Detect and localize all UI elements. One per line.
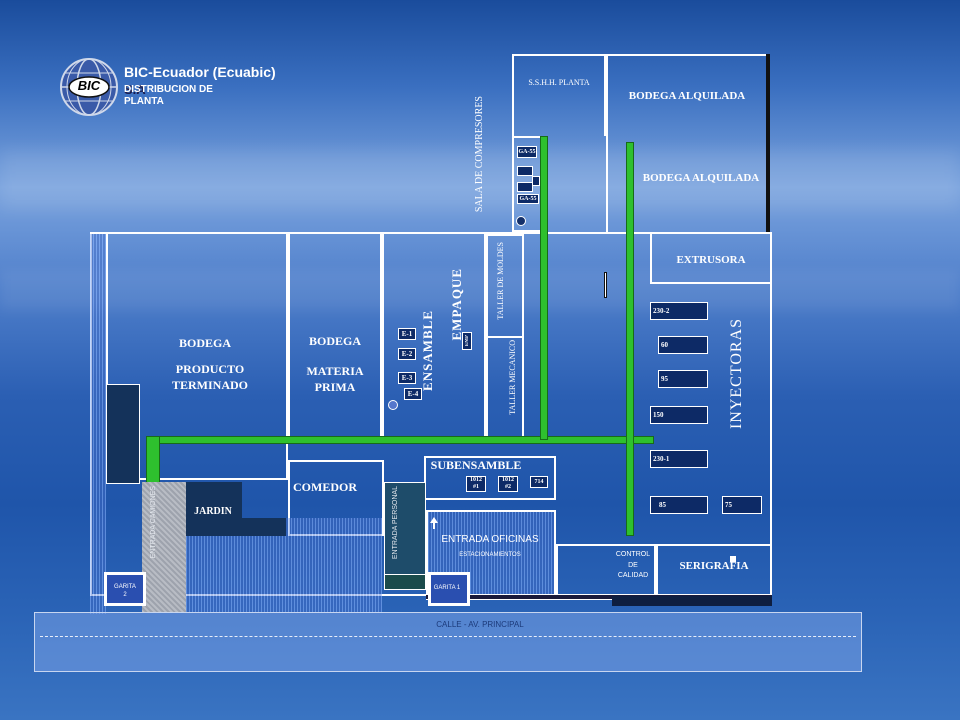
- logo-text: BIC: [77, 78, 101, 93]
- taller-mecanico-label: TALLER MECANICO: [508, 340, 517, 415]
- taller-divider: [486, 336, 524, 338]
- conveyor-horizontal: [146, 436, 654, 444]
- sshh-label: S.S.H.H. PLANTA: [528, 78, 590, 87]
- ensamble-label: ENSAMBLE: [420, 310, 435, 391]
- bodega-alquilada-walls: [606, 54, 770, 234]
- extrusora-label: EXTRUSORA: [676, 254, 746, 266]
- estacionamientos-label: ESTACIONAMIENTOS: [459, 552, 521, 558]
- inyectora-75: 75: [722, 496, 762, 514]
- compressor-block: [517, 166, 533, 176]
- extrusora-room: [650, 234, 772, 284]
- bodega-pt-line1: BODEGA: [178, 336, 231, 350]
- ensamble-machine-3: E-3: [398, 372, 416, 384]
- sky-highlight: [0, 270, 960, 310]
- inyectora-95: 95: [658, 370, 708, 388]
- inyectora-230-2: 230-2: [650, 302, 708, 320]
- serigrafia-label: SERIGRAFIA: [679, 560, 749, 572]
- jardin-label: JARDIN: [194, 506, 232, 517]
- loading-dock-dark: [106, 384, 140, 484]
- building-bottom-wall: [426, 594, 772, 600]
- sky-highlight: [0, 150, 960, 210]
- control-calidad-line1: CONTROL: [615, 551, 651, 558]
- control-calidad-line2: DE: [628, 562, 638, 569]
- compressor-block: [532, 176, 540, 186]
- compressor-tank-icon: [516, 216, 526, 226]
- compressor-block: [517, 182, 533, 192]
- garita-1-booth: [428, 572, 470, 606]
- bodega-producto-terminado: [106, 234, 288, 480]
- control-calidad-line3: CALIDAD: [617, 572, 649, 579]
- ensamble-machine-2: E-2: [398, 348, 416, 360]
- taller-moldes-label: TALLER DE MOLDES: [496, 242, 505, 320]
- garita-1-label: GARITA 1: [433, 585, 461, 591]
- garita-2-line2: 2: [123, 592, 127, 598]
- subensamble-machine-2: 1012 #2: [498, 476, 518, 492]
- inyectora-150: 150: [650, 406, 708, 424]
- conveyor-vertical-center: [540, 136, 548, 440]
- company-title: BIC-Ecuador (Ecuabic): [124, 64, 276, 80]
- garita-2-line1: GARITA: [114, 584, 136, 590]
- sala-compresores-label: SALA DE COMPRESORES: [474, 96, 485, 213]
- subensamble-machine-1: 1012 #1: [466, 476, 486, 492]
- bic-logo-icon: BIC: [58, 56, 120, 118]
- inyectora-85: 85: [650, 496, 708, 514]
- subensamble-area: [424, 456, 556, 500]
- garita-2-booth: [104, 572, 146, 606]
- inyectora-230-1: 230-1: [650, 450, 708, 468]
- entrada-camiones-label: ENTRADA CAMIONES: [150, 486, 157, 559]
- entrada-camiones-strip: [142, 482, 186, 612]
- inyectoras-label: INYECTORAS: [728, 318, 745, 430]
- bodega-pt-line2: PRODUCTO: [175, 362, 245, 376]
- bodega-alquilada-2: BODEGA ALQUILADA: [642, 172, 760, 184]
- ensamble-machine-4: E-4: [404, 388, 422, 400]
- jardin-area-strip: [186, 518, 286, 536]
- bodega-alquilada-1: BODEGA ALQUILADA: [628, 90, 746, 102]
- building-bottom-wall-right: [612, 596, 772, 606]
- inyectora-60: 60: [658, 336, 708, 354]
- company-subtitle-short: S.A: [124, 82, 146, 97]
- street-dash-line: [40, 636, 856, 637]
- comedor-label: COMEDOR: [293, 480, 357, 494]
- garita-1-ramp: [384, 574, 426, 590]
- street-label: CALLE - AV. PRINCIPAL: [436, 620, 524, 629]
- jardin-area: [186, 482, 242, 522]
- partition-wall: [604, 272, 607, 298]
- bodega-mp-line3: PRIMA: [314, 380, 356, 394]
- bodega-pt-line3: TERMINADO: [171, 378, 248, 392]
- bodega-mp-line1: BODEGA: [308, 334, 361, 348]
- compressor-1: GA-55: [517, 146, 537, 158]
- up-arrow-icon: [430, 516, 438, 529]
- conveyor-vertical-left: [146, 436, 160, 484]
- serigrafia-door-icon: [730, 556, 736, 562]
- bodega-alquilada-right-wall: [766, 54, 770, 234]
- compressor-2: GA-55: [517, 194, 539, 204]
- bodega-mp-line2: MATERIA: [306, 364, 364, 378]
- left-walkway: [90, 234, 106, 614]
- subensamble-label: SUBENSAMBLE: [430, 458, 522, 472]
- subensamble-machine-3: 714: [530, 476, 548, 488]
- ensamble-machine-1: E-1: [398, 328, 416, 340]
- page-subtitle: DISTRIBUCION DE PLANTA: [124, 84, 213, 107]
- entrada-personal-label: ENTRADA PERSONAL: [392, 486, 399, 560]
- empaque-label: EMPAQUE: [449, 268, 464, 341]
- entrada-personal-strip: [384, 482, 426, 582]
- entrada-oficinas-label: ENTRADA OFICINAS: [441, 534, 539, 545]
- sshh-planta-room: [512, 54, 606, 136]
- ensamble-round-icon: [388, 400, 398, 410]
- empaque-machine: EMP: [462, 332, 472, 350]
- street-area: [34, 612, 862, 672]
- conveyor-vertical-right: [626, 142, 634, 536]
